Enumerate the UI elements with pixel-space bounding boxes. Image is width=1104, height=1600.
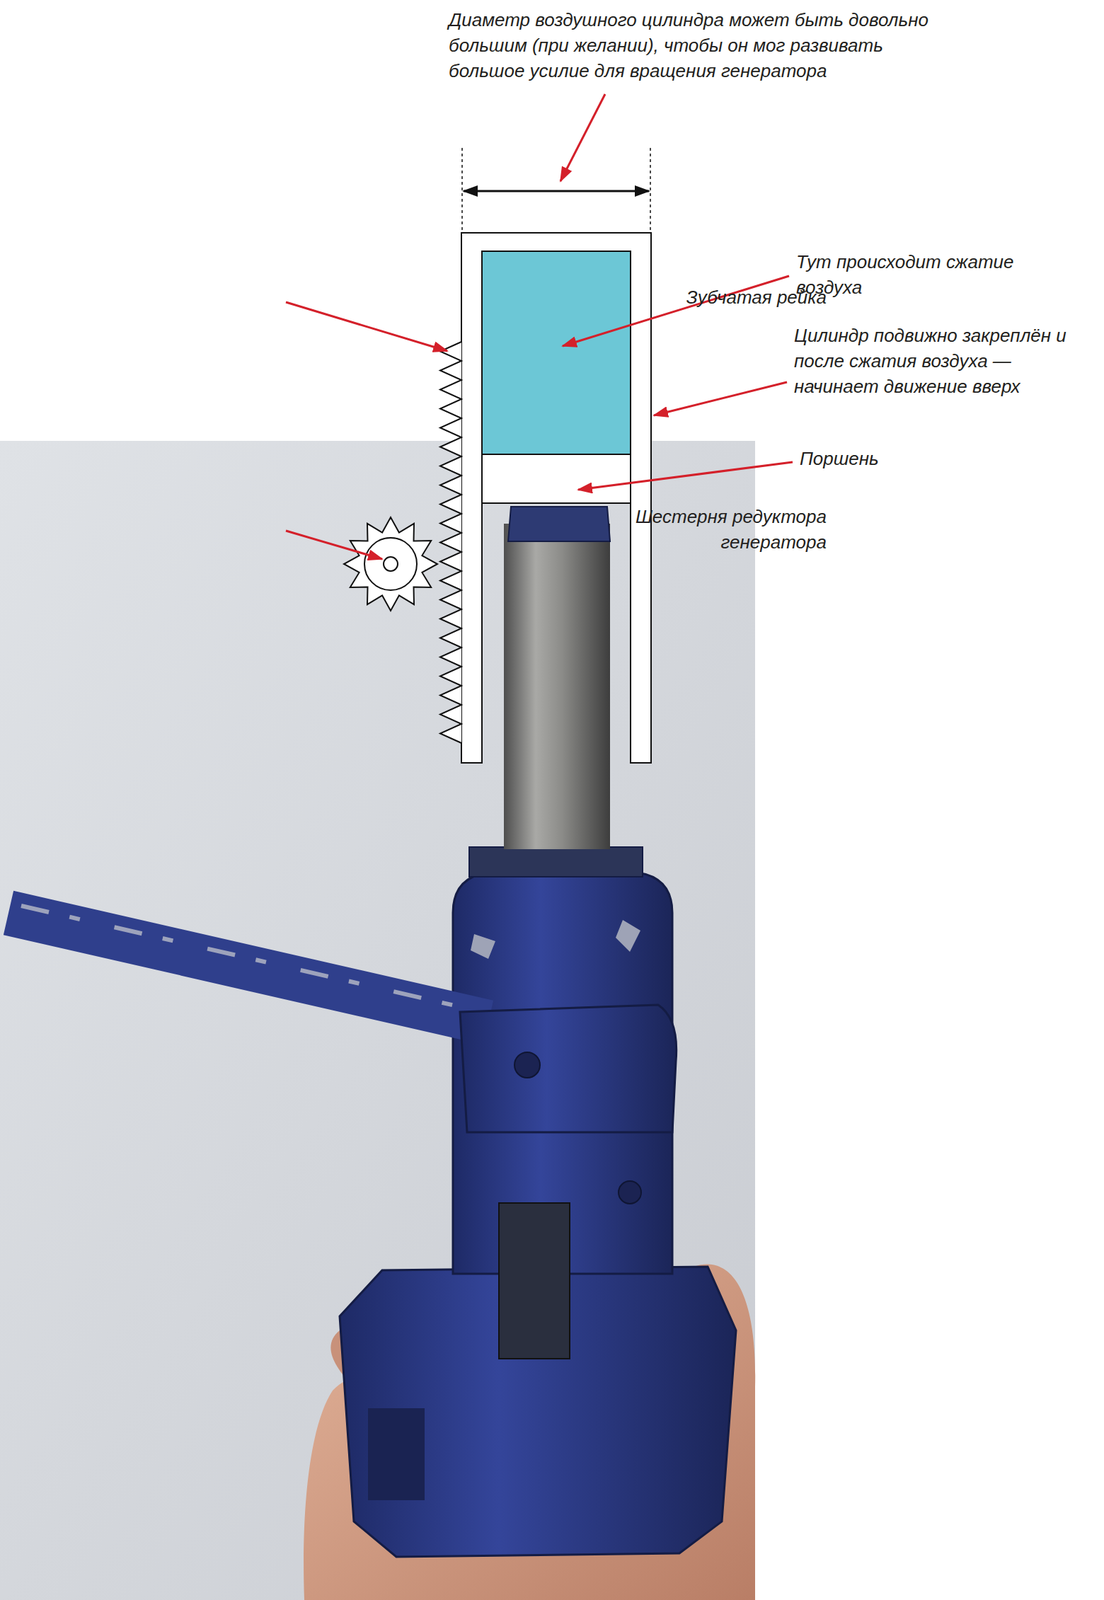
socket-pin	[514, 1052, 540, 1078]
jack-handle	[8, 912, 489, 1023]
gear-axle	[383, 556, 398, 572]
annotation-label: Диаметр воздушного цилиндра может быть д…	[448, 7, 937, 84]
rod-cap	[508, 506, 611, 542]
handle-socket	[460, 1004, 677, 1133]
leader-arrow	[578, 462, 793, 490]
jack-collar	[469, 847, 643, 877]
compressed-air	[481, 251, 631, 455]
leader-arrow	[653, 382, 787, 416]
gear-root-circle	[364, 537, 417, 591]
gear	[343, 517, 438, 611]
extension-line	[461, 147, 463, 233]
annotation-label: Шестерня редуктора генератора	[628, 503, 827, 555]
pump-link	[498, 1203, 570, 1359]
piston	[481, 454, 631, 504]
air-cylinder	[461, 232, 652, 763]
annotation-label: Поршень	[799, 445, 1012, 472]
leader-arrow	[560, 94, 606, 182]
leader-arrow	[562, 276, 790, 347]
socket-pin	[618, 1181, 642, 1204]
jack-base-detail	[368, 1408, 425, 1501]
piston-rod	[503, 523, 611, 850]
gear-rack	[440, 341, 462, 744]
leader-arrow	[285, 302, 448, 352]
leader-arrow	[285, 530, 383, 560]
annotation-label: Тут происходит сжатие воздуха	[796, 249, 1030, 301]
extension-line	[649, 147, 652, 233]
annotation-label: Зубчатая рейка	[614, 284, 827, 310]
annotation-label: Цилиндр подвижно закреплён и после сжати…	[794, 322, 1088, 400]
handle-wear	[21, 905, 468, 1009]
dimension-line	[463, 190, 649, 193]
